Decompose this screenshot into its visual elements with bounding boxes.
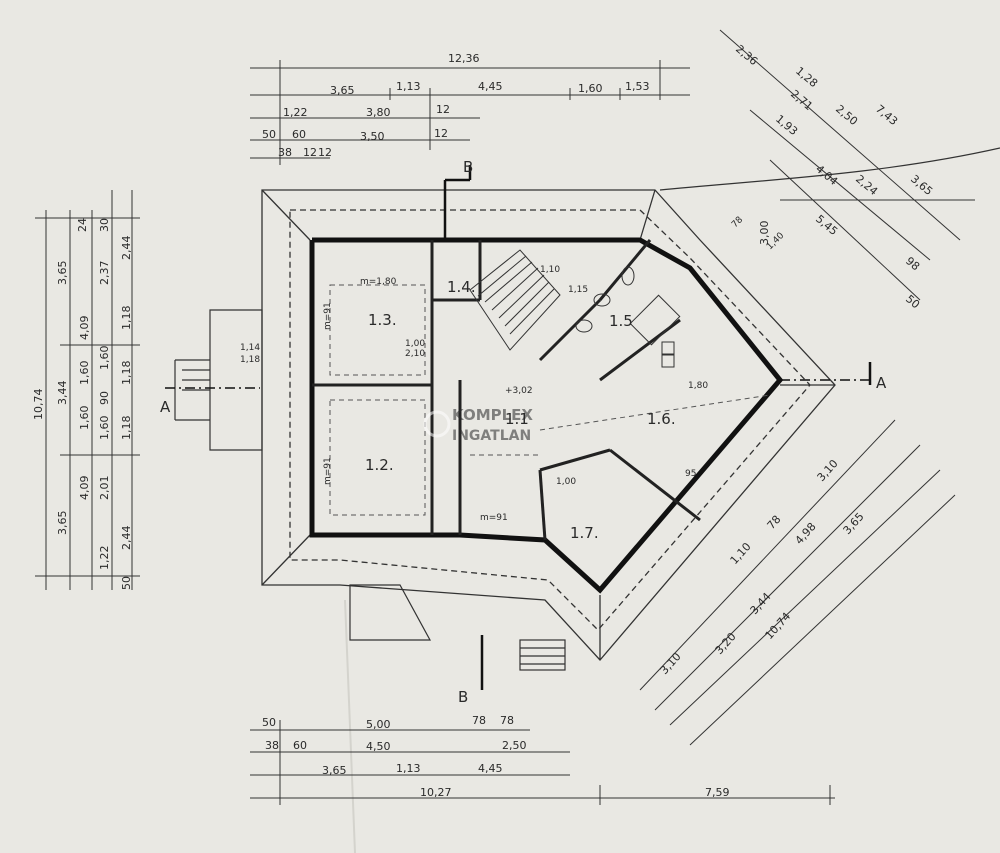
- dim-text: 50: [262, 128, 276, 141]
- note-text: 1,00: [405, 339, 425, 349]
- right-dimension-lines: [639, 29, 975, 746]
- dim-text: 4,50: [366, 740, 391, 753]
- note-text: 95: [685, 469, 696, 479]
- roof-outline: [261, 189, 836, 661]
- section-mark-a-left: A: [160, 398, 171, 416]
- dim-text: 3,65: [330, 84, 355, 97]
- bottom-steps: [349, 584, 566, 671]
- dim-text: 38: [278, 146, 292, 159]
- dim-text: 1,60: [98, 416, 111, 441]
- terrain-line: [659, 147, 1000, 191]
- room-label-1-2: 1.2.: [365, 456, 394, 474]
- dim-text: 1,18: [120, 306, 133, 331]
- room-label-1-3: 1.3.: [368, 311, 397, 329]
- dim-text: 3,44: [56, 381, 69, 406]
- dim-text: 30: [98, 218, 111, 232]
- note-text: 1,00: [556, 477, 576, 487]
- dim-text: 78: [472, 714, 486, 727]
- dim-text: 2,37: [98, 261, 111, 286]
- note-text: m=91: [323, 457, 333, 485]
- dim-text: 4,09: [78, 316, 91, 341]
- dashed-overhead-lines: [329, 284, 771, 516]
- section-mark-a-right: A: [876, 374, 887, 392]
- dim-text: 5,00: [366, 718, 391, 731]
- dim-text: 12: [303, 146, 317, 159]
- dim-text: 1,13: [396, 80, 421, 93]
- note-text: 1,80: [688, 381, 708, 391]
- watermark-line2: INGATLAN: [452, 428, 531, 444]
- section-mark-b-bottom: B: [458, 688, 468, 706]
- bathroom-fixtures: [575, 266, 681, 368]
- note-text: 2,10: [405, 349, 425, 359]
- dim-text: 50: [120, 576, 133, 590]
- note-text: 1,14: [240, 343, 260, 353]
- dim-text: 1,18: [120, 361, 133, 386]
- dim-text: 38: [265, 739, 279, 752]
- bottom-dimension-lines: [250, 720, 835, 805]
- paper-fold-line: [344, 599, 356, 853]
- note-text: m=91: [323, 302, 333, 330]
- dim-text: 24: [76, 218, 89, 232]
- staircase: [469, 249, 561, 351]
- room-label-1-4: 1.4.: [447, 278, 476, 296]
- dim-text: 60: [293, 739, 307, 752]
- dim-text: 12,36: [448, 52, 480, 65]
- dim-text: 10,27: [420, 786, 452, 799]
- top-dimension-lines: [250, 60, 690, 165]
- dim-text: 2,50: [502, 739, 527, 752]
- dim-text: 2,44: [120, 526, 133, 551]
- note-text: +3,02: [505, 386, 533, 396]
- dim-text: 3,65: [322, 764, 347, 777]
- dim-text: 3,00: [758, 221, 771, 246]
- dim-text: 2,01: [98, 476, 111, 501]
- dim-text: 3,80: [366, 106, 391, 119]
- section-mark-b-top: B: [463, 158, 473, 176]
- left-dims-text: 10,74 3,65 3,44 3,65 4,09 1,60 1,60 4,09…: [32, 218, 133, 590]
- dim-text: 1,60: [78, 406, 91, 431]
- note-text: 1,15: [568, 285, 588, 295]
- section-lines: [165, 165, 872, 690]
- dim-text: 2,44: [120, 236, 133, 261]
- dim-text: 90: [98, 391, 111, 405]
- dim-text: 1,18: [120, 416, 133, 441]
- dim-text: 3,65: [56, 511, 69, 536]
- dim-text: 4,45: [478, 762, 503, 775]
- dim-text: 1,60: [78, 361, 91, 386]
- dim-text: 1,60: [98, 346, 111, 371]
- dim-text: 10,74: [32, 389, 45, 421]
- dim-text: 1,60: [578, 82, 603, 95]
- dim-text: 12: [434, 127, 448, 140]
- interior-walls: [312, 239, 701, 541]
- dim-text: 12: [436, 103, 450, 116]
- dim-text: 4,45: [478, 80, 503, 93]
- dim-text: 3,50: [360, 130, 385, 143]
- dim-text: 1,22: [98, 546, 111, 571]
- dim-text: 60: [292, 128, 306, 141]
- exterior-walls: [309, 237, 784, 594]
- left-dimension-lines: [35, 190, 140, 590]
- dim-text: 3,65: [56, 261, 69, 286]
- dim-text: 1,53: [625, 80, 650, 93]
- note-text: 1,10: [540, 265, 560, 275]
- dim-text: 1,22: [283, 106, 308, 119]
- watermark-logo: KOMPLEX INGATLAN: [423, 406, 533, 444]
- dim-text: 4,09: [78, 476, 91, 501]
- dim-text: 78: [500, 714, 514, 727]
- room-label-1-6: 1.6.: [647, 410, 676, 428]
- dim-text: 7,59: [705, 786, 730, 799]
- note-text: 1,18: [240, 355, 260, 365]
- dim-text: 1,13: [396, 762, 421, 775]
- entrance-steps: [174, 309, 263, 451]
- room-label-1-7: 1.7.: [570, 524, 599, 542]
- dim-text: 50: [262, 716, 276, 729]
- dim-text: 12: [318, 146, 332, 159]
- watermark-line1: KOMPLEX: [452, 406, 533, 424]
- note-text: m=91: [480, 513, 508, 523]
- room-label-1-1: 1.1: [505, 410, 529, 428]
- note-text: m=1,80: [360, 277, 397, 287]
- room-label-1-5: 1.5: [609, 312, 633, 330]
